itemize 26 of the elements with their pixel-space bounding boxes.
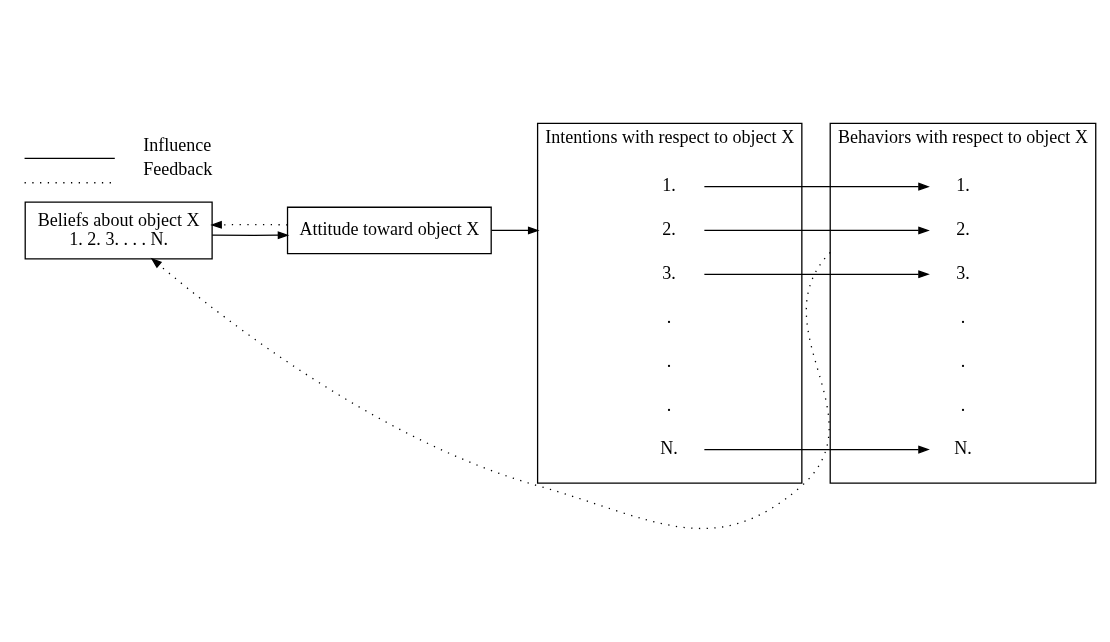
arrow bbox=[703, 270, 930, 279]
arrow bbox=[490, 226, 540, 235]
legend-label: Feedback bbox=[143, 159, 213, 180]
arrow bbox=[703, 445, 930, 454]
node-box: Beliefs about object X 1. 2. 3. . . . N. bbox=[24, 201, 213, 260]
arrow bbox=[211, 231, 290, 240]
legend-label: Influence bbox=[143, 134, 212, 155]
label: . bbox=[960, 350, 966, 371]
arrow bbox=[210, 220, 288, 229]
arrow bbox=[703, 182, 930, 191]
node-text: 3. bbox=[662, 263, 676, 284]
arrow bbox=[150, 251, 831, 530]
node-text: 2. bbox=[956, 219, 970, 240]
node-box: Attitude toward object X bbox=[286, 206, 492, 255]
node-text: N. bbox=[660, 438, 678, 459]
label: . bbox=[666, 350, 672, 371]
node-text: 1. bbox=[662, 175, 676, 196]
label: . bbox=[666, 306, 672, 327]
node-text: N. bbox=[954, 438, 972, 459]
arrow bbox=[703, 226, 930, 235]
label: . bbox=[960, 306, 966, 327]
node-text: 3. bbox=[956, 263, 970, 284]
node-text: 2. bbox=[662, 219, 676, 240]
label: . bbox=[960, 394, 966, 415]
node-text: 1. bbox=[956, 175, 970, 196]
label: . bbox=[666, 394, 672, 415]
